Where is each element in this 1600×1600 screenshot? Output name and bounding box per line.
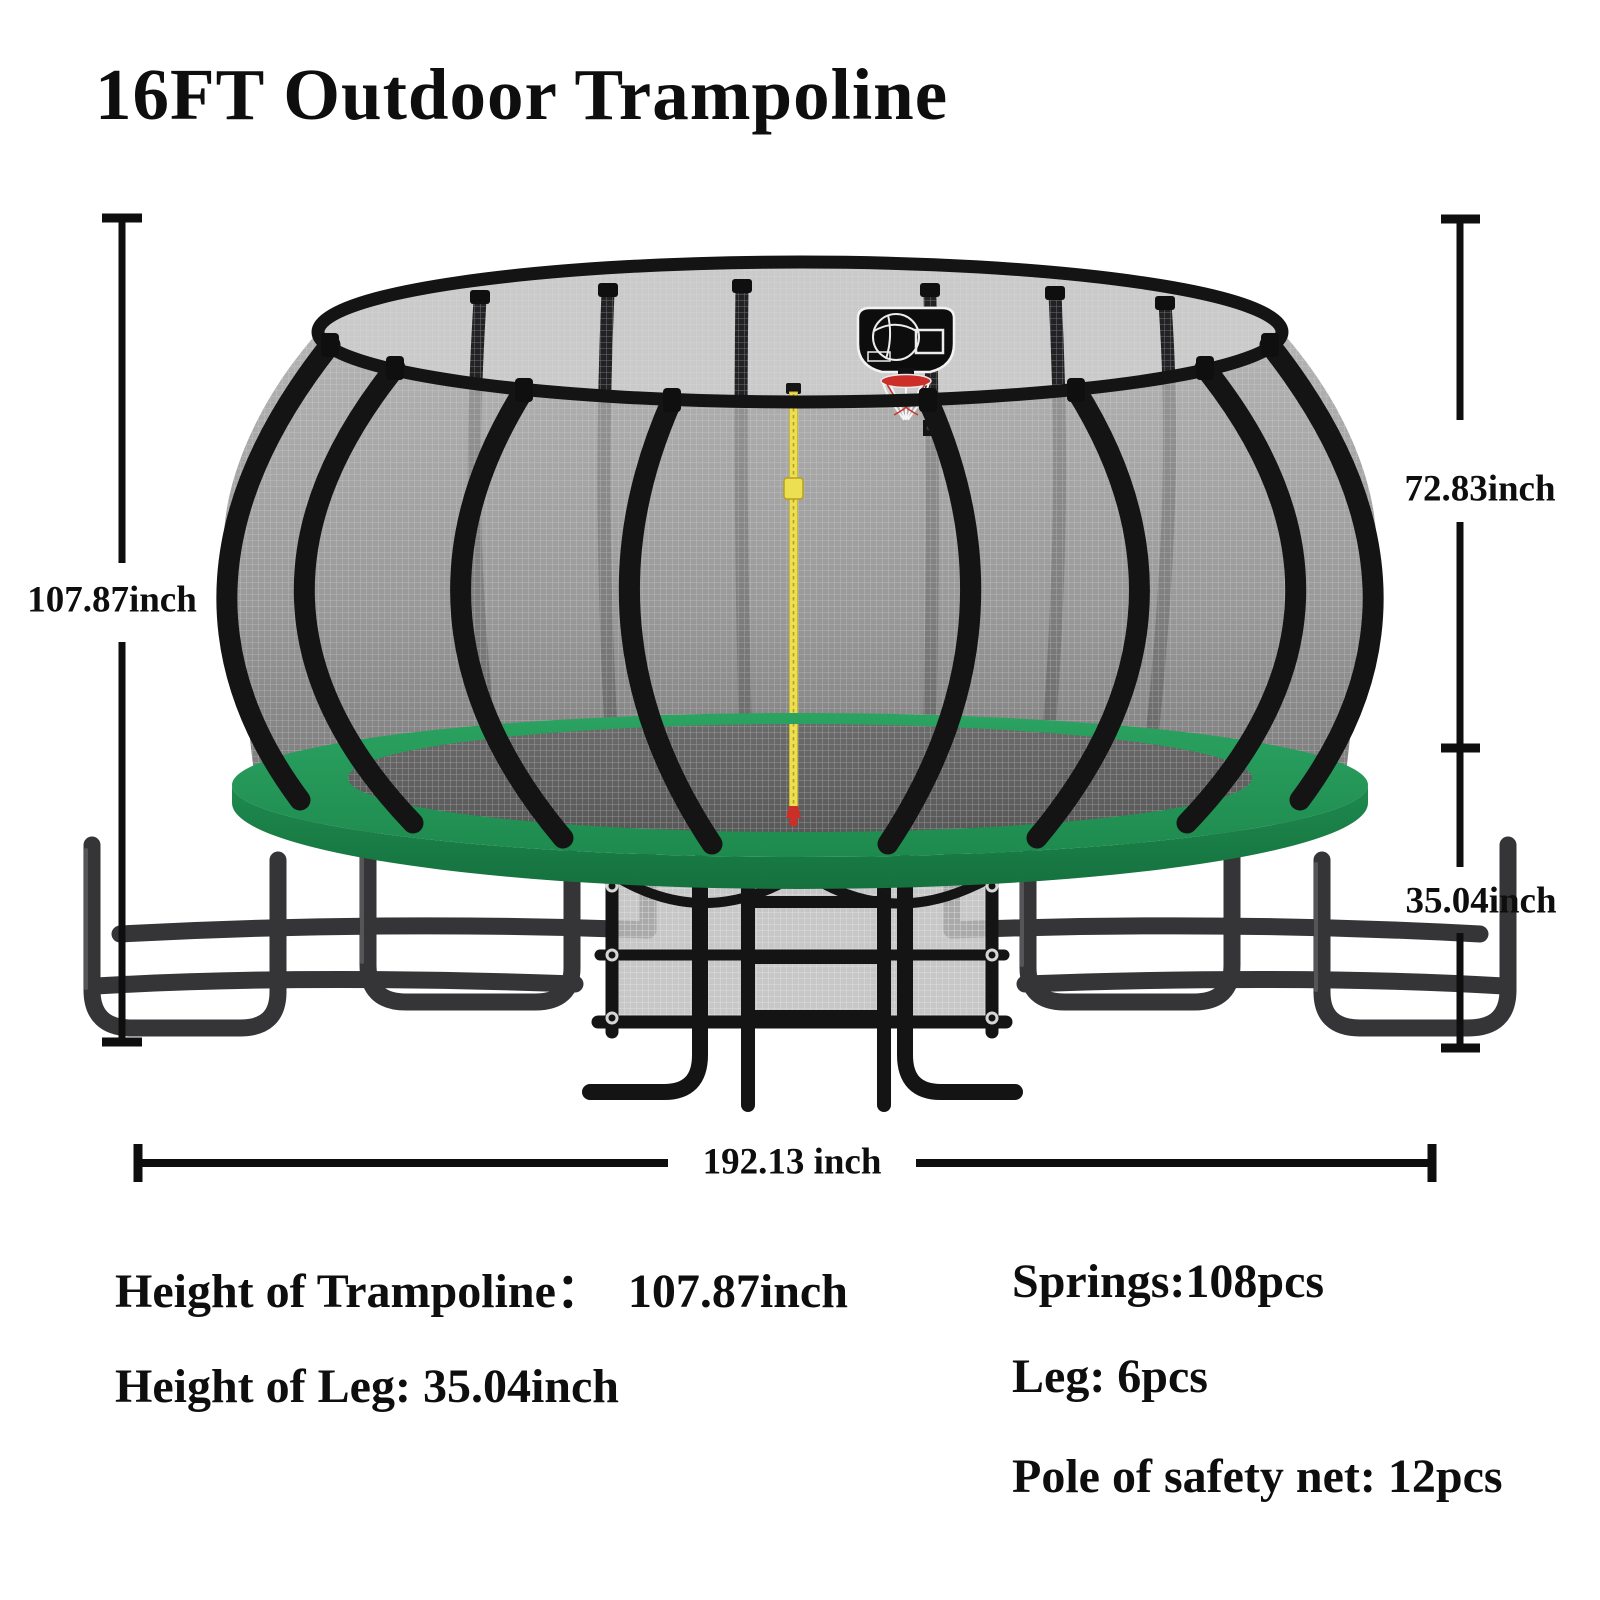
dimension-label-diameter: 192.13 inch [702,1141,882,1183]
ring-clamps [321,279,1279,412]
zipper-pull [786,806,801,818]
dimension-left [102,213,142,1047]
leg-far-right [1313,836,1517,1037]
frame-rail [943,917,1489,943]
dimension-right [1441,214,1480,1053]
spec-springs: Springs:108pcs [1012,1255,1325,1308]
spec-height-of-trampoline: Height of Trampoline： 107.87inch [115,1265,848,1318]
attachment-hooks [605,879,999,1025]
page-title: 16FT Outdoor Trampoline [95,54,949,135]
spec-poles: Pole of safety net: 12pcs [1012,1450,1503,1503]
frame-rail [111,917,657,943]
frame-rail [87,970,584,995]
zipper [783,383,804,827]
spec-legs: Leg: 6pcs [1012,1350,1208,1403]
dimension-bottom [133,1144,1437,1182]
basketball-hoop [856,306,956,436]
dimension-label-net-height: 72.83inch [1404,468,1556,510]
dimension-label-leg-height: 35.04inch [1405,880,1557,922]
spring-pad [231,712,1369,889]
ladder [741,861,891,1112]
top-ring [311,255,1289,409]
dimension-label-total-height: 107.87inch [27,579,197,621]
legs [83,836,1517,1112]
frame-rail [1016,970,1513,995]
enclosure-poles [216,334,1384,855]
spec-height-of-leg: Height of Leg: 35.04inch [115,1360,619,1413]
leg-far-left [83,836,287,1037]
